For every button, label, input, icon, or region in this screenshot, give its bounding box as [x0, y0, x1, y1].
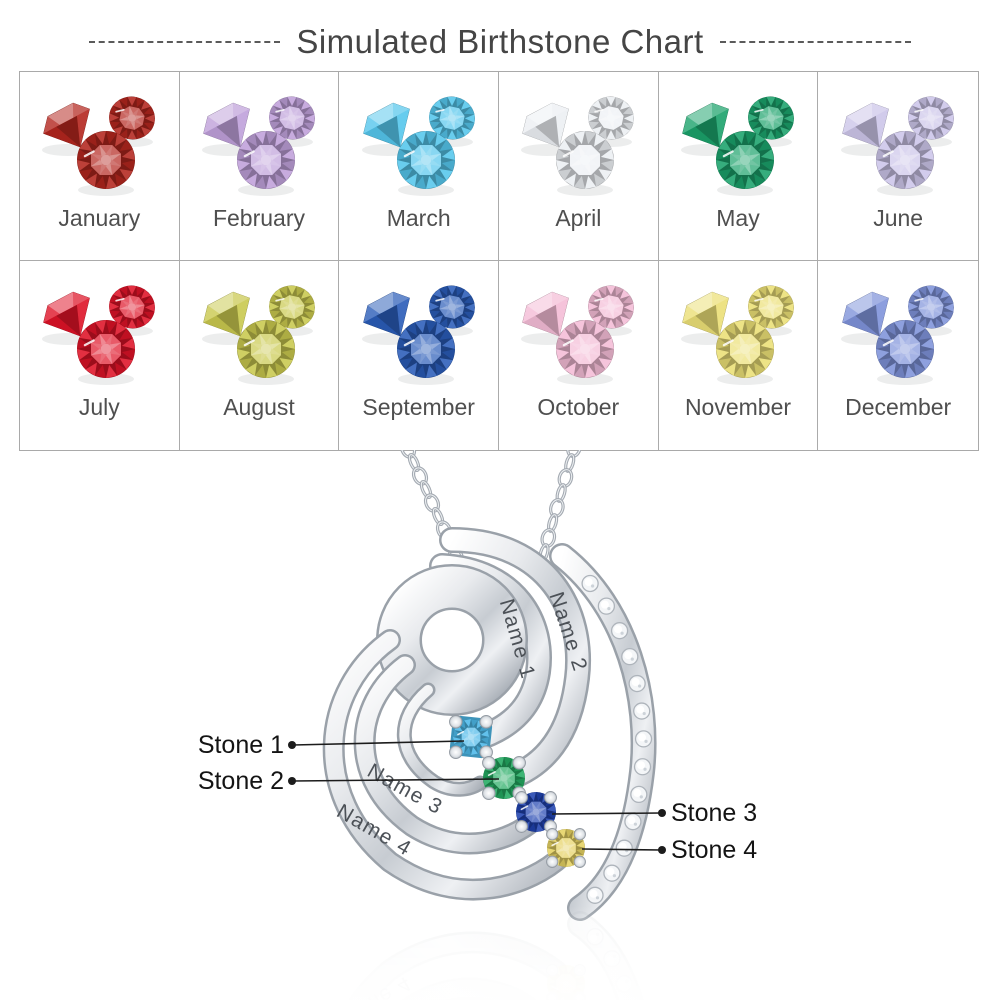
stone-4-annotation: Stone 4 — [581, 836, 757, 864]
gems-february — [201, 96, 315, 196]
gems-august — [201, 285, 315, 385]
month-cell-july: July — [20, 261, 180, 450]
month-cell-october: October — [499, 261, 659, 450]
stone-1-leader-line — [292, 740, 465, 746]
month-cell-september: September — [339, 261, 499, 450]
stone-1-label: Stone 1 — [198, 731, 284, 759]
stone-4-leader-line — [581, 848, 662, 851]
stone-4-label: Stone 4 — [671, 836, 757, 864]
gems-november — [680, 285, 794, 385]
month-label: October — [537, 394, 620, 420]
month-cell-june: June — [818, 72, 978, 261]
stone-3-annotation: Stone 3 — [551, 799, 757, 827]
month-cell-november: November — [659, 261, 819, 450]
month-label: November — [684, 394, 792, 420]
reflection-fade — [0, 906, 1000, 1000]
month-cell-february: February — [179, 72, 340, 261]
header-dash-left — [89, 41, 281, 43]
page-title: Simulated Birthstone Chart — [296, 23, 704, 60]
stone-annotations: Stone 1 Stone 2 Stone 3 Stone 4 — [198, 731, 757, 864]
pendant-figure: Name 1 Name 2 Name 3 Name 4 Stone 1 Ston… — [0, 450, 1000, 1000]
necklace-chain-right — [538, 450, 582, 563]
month-label: March — [386, 205, 451, 231]
month-cell-january: January — [20, 72, 180, 261]
month-cell-august: August — [180, 261, 340, 450]
stone-2-leader-dot — [288, 777, 296, 785]
heart-pendant-bands — [322, 527, 591, 901]
month-label: July — [78, 394, 120, 420]
gems-july — [42, 285, 156, 385]
stone-3-label: Stone 3 — [671, 799, 757, 827]
gems-october — [521, 285, 635, 385]
month-cell-march: March — [339, 72, 499, 261]
pave-diamond-band — [549, 543, 657, 921]
birthstone-settings — [449, 715, 586, 868]
stone-2-annotation: Stone 2 — [198, 767, 500, 795]
pendant-necklace: Name 1 Name 2 Name 3 Name 4 — [322, 450, 657, 921]
month-label: September — [362, 394, 475, 420]
stone-3-leader-dot — [658, 809, 666, 817]
chart-header: Simulated Birthstone Chart — [0, 20, 1000, 64]
birthstone-grid: January February March April May June Ju… — [19, 71, 979, 451]
gems-january — [42, 96, 156, 196]
gems-june — [841, 96, 955, 196]
header-dash-right — [719, 41, 911, 43]
stone-4-leader-dot — [658, 846, 666, 854]
month-label: June — [873, 205, 924, 231]
month-cell-may: May — [658, 72, 819, 261]
month-label: January — [58, 205, 141, 231]
stone-1-leader-dot — [288, 741, 296, 749]
stone-3-leader-line — [551, 812, 662, 815]
gems-march — [361, 96, 475, 196]
month-label: December — [845, 394, 952, 420]
month-label: August — [223, 394, 295, 420]
gems-december — [841, 285, 955, 385]
stone-2-leader-line — [292, 778, 500, 782]
month-label: February — [212, 205, 306, 231]
stone-2-label: Stone 2 — [198, 767, 284, 795]
month-cell-december: December — [818, 261, 978, 450]
gems-april — [521, 96, 635, 196]
month-cell-april: April — [499, 72, 659, 261]
gems-september — [361, 285, 475, 385]
stone-1-annotation: Stone 1 — [198, 731, 465, 759]
month-label: May — [716, 205, 760, 231]
month-label: April — [555, 205, 602, 231]
gems-may — [680, 96, 794, 196]
